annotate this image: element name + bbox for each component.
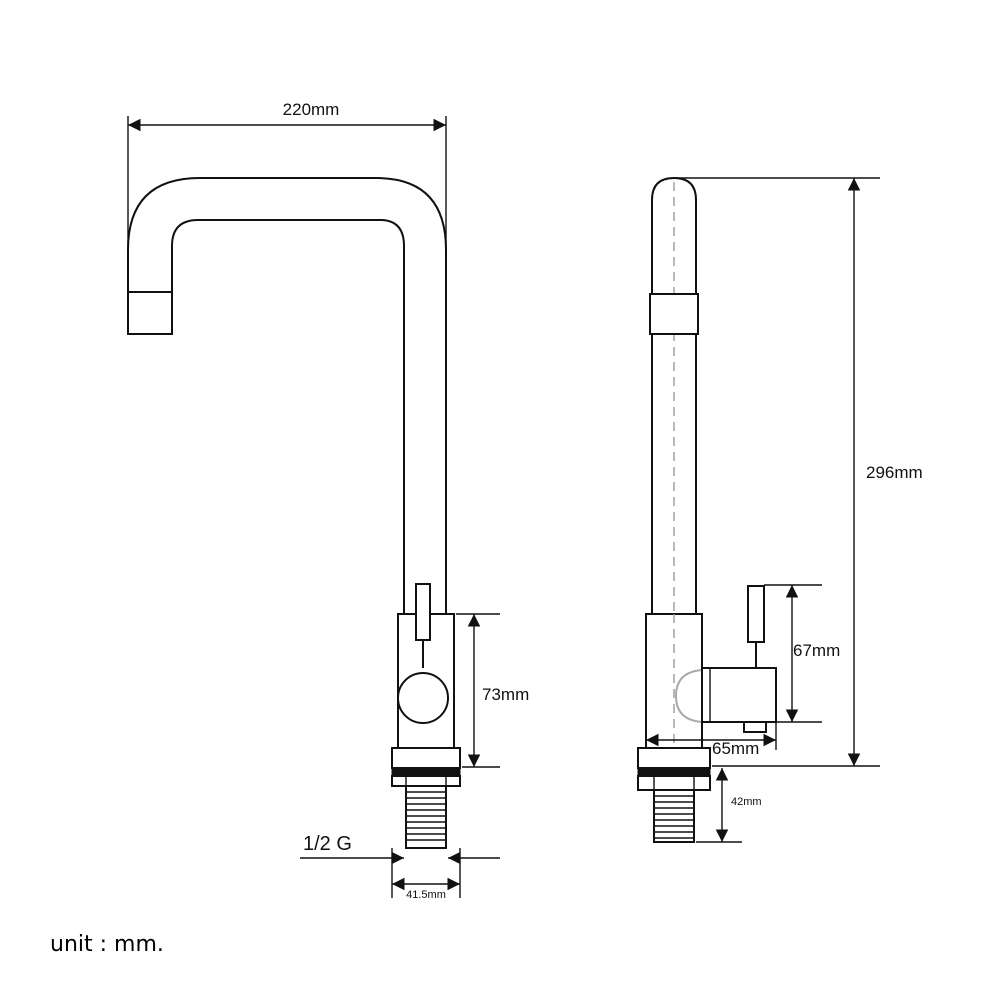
side-flange: [637, 747, 711, 769]
label-thread-size: 1/2 G: [303, 833, 352, 855]
front-flange: [391, 747, 461, 769]
side-handle-housing: [701, 667, 777, 723]
label-296mm: 296mm: [866, 463, 923, 482]
side-lever: [747, 585, 765, 643]
label-67mm: 67mm: [793, 641, 840, 660]
side-collar: [649, 293, 699, 335]
front-thread: [405, 785, 447, 849]
front-knob: [397, 672, 449, 724]
label-220mm: 220mm: [283, 100, 340, 119]
front-view: [127, 116, 500, 898]
side-thread: [653, 789, 695, 843]
front-spout: [127, 177, 447, 614]
label-73mm: 73mm: [482, 685, 529, 704]
side-knob-outline: [674, 669, 703, 723]
label-65mm: 65mm: [712, 739, 759, 758]
side-view: [637, 176, 880, 843]
side-spout: [651, 176, 697, 614]
front-aerator: [127, 291, 173, 335]
front-lever: [415, 583, 431, 641]
unit-note: unit : mm.: [50, 932, 164, 957]
label-42mm: 42mm: [731, 796, 762, 808]
label-41-5mm: 41.5mm: [406, 889, 446, 901]
